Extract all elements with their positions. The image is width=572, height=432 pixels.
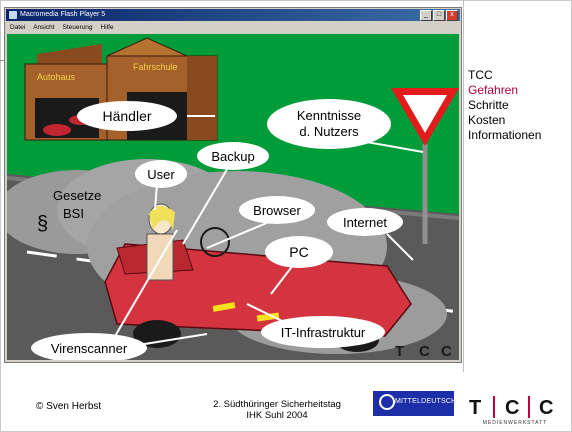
partner-logo-text: MITTELDEUTSCHLAND [395,398,476,405]
menu-hilfe[interactable]: Hilfe [100,24,114,31]
callout-internet: Internet [327,208,403,236]
building-side [187,56,217,140]
svg-text:PC: PC [289,244,308,260]
flash-animation[interactable]: Autohaus Fahrschule § Gesetze BSI [7,34,459,360]
callout-it-infrastruktur: IT-Infrastruktur [261,316,385,348]
menu-steuerung[interactable]: Steuerung [62,24,93,31]
event-info: 2. Südthüringer Sicherheitstag IHK Suhl … [200,399,354,421]
callout-browser: Browser [239,196,315,224]
svg-text:C: C [441,343,452,360]
logo-letter: T [469,397,481,419]
partner-logo: MITTELDEUTSCHLAND [373,391,476,416]
nav-item-informationen[interactable]: Informationen [468,128,542,142]
callout-user: User [135,160,187,188]
callout-kenntnisse: Kenntnisse d. Nutzers [267,99,391,149]
svg-text:Backup: Backup [211,149,254,164]
nav-item-kosten[interactable]: Kosten [468,113,506,127]
flash-app-icon [9,11,17,19]
copyright-text: © Sven Herbst [36,401,102,412]
tcc-logo: T C C MEDIENWERKSTATT [469,396,553,426]
red-car [104,227,412,352]
event-title: 2. Südthüringer Sicherheitstag [213,399,341,410]
paragraph-symbol: § [37,213,48,235]
callout-virenscanner: Virenscanner [31,333,147,360]
event-location: IHK Suhl 2004 [246,410,308,421]
bsi-text: BSI [63,206,84,221]
nav-item-gefahren[interactable]: Gefahren [468,83,519,97]
window-titlebar[interactable]: Macromedia Flash Player 5 _ □ x [6,9,460,21]
autohaus-label: Autohaus [37,72,76,82]
menu-bar: Datei Ansicht Steuerung Hilfe [6,22,460,33]
slide-navigation: TCC Gefahren Schritte Kosten Information… [468,68,541,143]
menu-ansicht[interactable]: Ansicht [33,24,55,31]
logo-divider [493,396,495,418]
maximize-button[interactable]: □ [433,10,445,21]
headlight [212,302,236,312]
menu-datei[interactable]: Datei [10,24,26,31]
scene-tcc-logo: T C C [395,343,452,360]
minimize-button[interactable]: _ [420,10,432,21]
nav-item-schritte[interactable]: Schritte [468,98,509,112]
svg-text:T: T [395,343,404,360]
svg-text:Händler: Händler [102,108,151,124]
small-car [43,124,71,136]
svg-text:Kenntnisse: Kenntnisse [297,108,361,123]
svg-text:User: User [147,167,175,182]
nav-item-tcc[interactable]: TCC [468,68,493,82]
window-controls: _ □ x [420,10,458,21]
headlight [256,312,280,322]
svg-text:d. Nutzers: d. Nutzers [299,124,359,139]
logo-letter: C [539,397,553,419]
logo-divider [528,396,530,418]
gesetze-text: Gesetze [53,188,101,203]
flash-player-window[interactable]: Macromedia Flash Player 5 _ □ x Datei An… [4,7,462,363]
window-title: Macromedia Flash Player 5 [20,11,106,18]
callout-haendler: Händler [77,101,177,131]
logo-caption: MEDIENWERKSTATT [483,420,548,426]
logo-letter: C [505,397,519,419]
svg-text:Browser: Browser [253,203,301,218]
fahrschule-label: Fahrschule [133,62,178,72]
svg-text:Virenscanner: Virenscanner [51,341,128,356]
illustration: Autohaus Fahrschule § Gesetze BSI [7,34,459,360]
svg-text:C: C [419,343,430,360]
svg-text:IT-Infrastruktur: IT-Infrastruktur [281,325,366,340]
yield-sign-inner [403,95,447,133]
steering-wheel [200,227,230,257]
svg-text:Internet: Internet [343,215,387,230]
callout-backup: Backup [197,142,269,170]
divider [463,0,464,372]
close-button[interactable]: x [446,10,458,21]
partner-logo-icon [379,394,395,410]
callout-pc: PC [265,236,333,268]
